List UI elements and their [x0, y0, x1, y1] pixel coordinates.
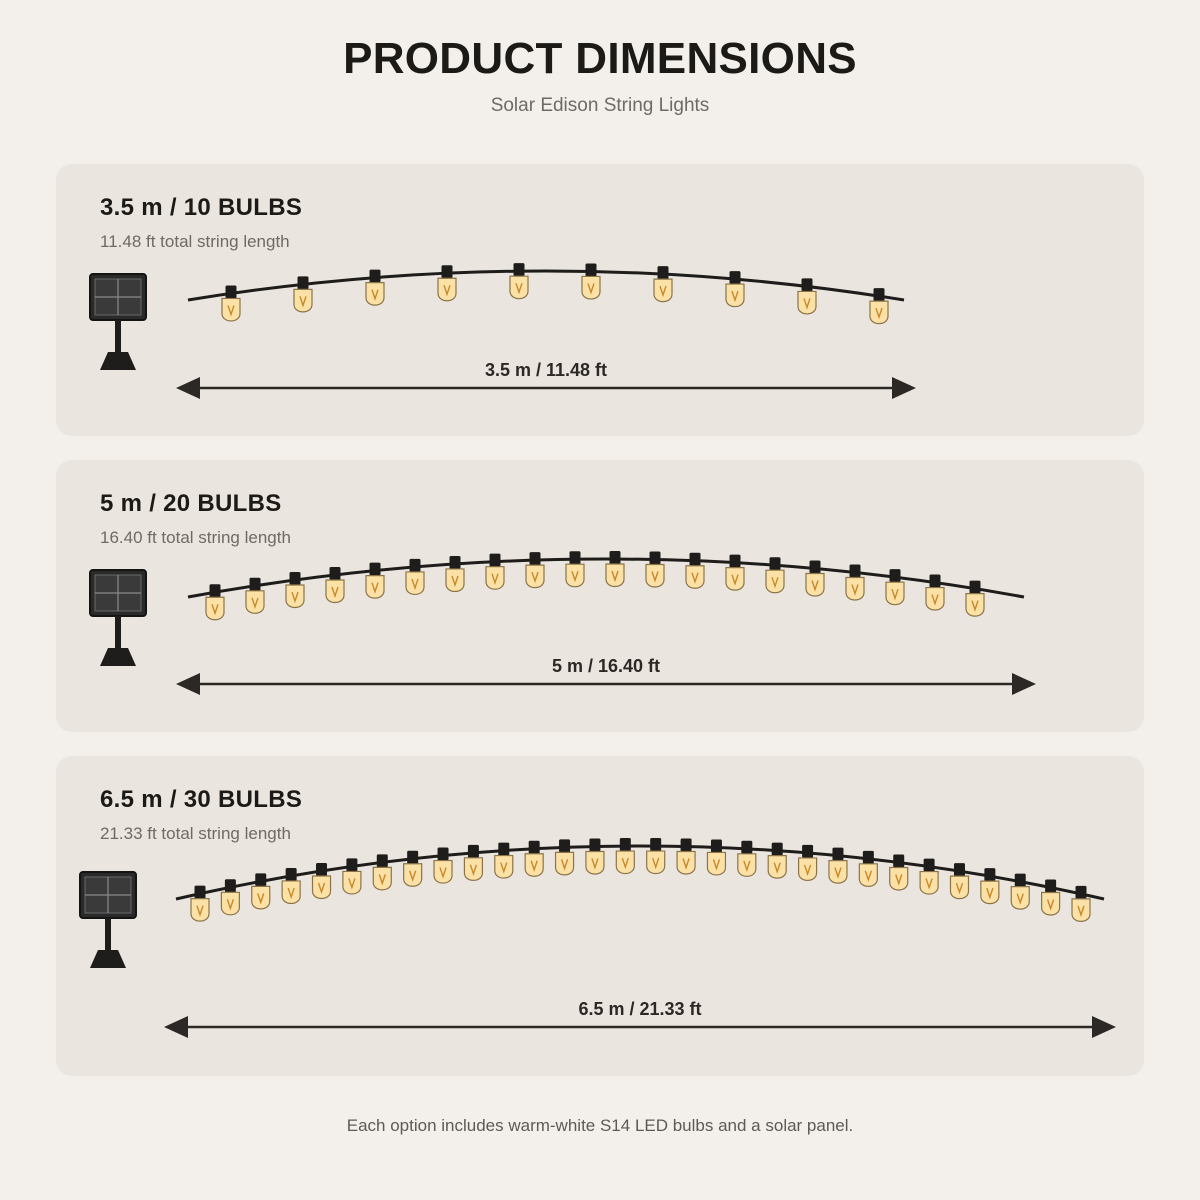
option-subtitle: 21.33 ft total string length: [100, 824, 291, 843]
bulb-icon: [403, 850, 423, 887]
light-cord: [187, 557, 1025, 599]
bulb-icon: [405, 558, 425, 596]
bulb-icon: [285, 572, 305, 609]
bulb-icon: [767, 842, 787, 879]
bulb-icon: [190, 885, 210, 922]
bulb-icon: [845, 564, 865, 601]
solar-panel-icon: [89, 273, 147, 370]
option-panel-5m: 5 m / 20 BULBS 16.40 ft total string len…: [56, 460, 1144, 732]
bulb-icon: [485, 553, 505, 590]
bulb-icon: [1010, 873, 1030, 910]
bulb-icon: [1041, 879, 1061, 916]
bulb-icon: [805, 560, 825, 597]
bulb-icon: [725, 554, 745, 591]
page-subtitle: Solar Edison String Lights: [490, 95, 710, 116]
bulb-icon: [251, 873, 271, 910]
bulb-icon: [615, 838, 635, 875]
bulb-icon: [220, 879, 240, 916]
bulb-icon: [525, 552, 545, 589]
bulb-icon: [585, 838, 605, 875]
bulb-icon: [645, 551, 665, 588]
bulb-icon: [949, 863, 970, 900]
bulb-icon: [205, 584, 225, 621]
bulb-icon: [925, 574, 945, 611]
string-diagram: 5 m / 16.40 ft: [89, 551, 1036, 695]
bulb-icon: [221, 285, 241, 322]
bulb-icon: [685, 552, 705, 589]
bulb-icon: [245, 577, 265, 614]
option-subtitle: 11.48 ft total string length: [100, 232, 290, 251]
double-arrow-icon: [176, 377, 916, 399]
bulb-icon: [605, 551, 625, 588]
bulb-icon: [797, 844, 818, 882]
bulb-icon: [858, 850, 878, 887]
bulb-icon: [325, 566, 345, 604]
bulb-icon: [706, 839, 727, 876]
bulb-icon: [653, 266, 673, 303]
string-diagram: 6.5 m / 21.33 ft: [79, 838, 1116, 1038]
bulb-icon: [372, 854, 392, 891]
bulb-icon: [509, 263, 529, 300]
solar-panel-icon: [79, 871, 137, 968]
bulb-icon: [433, 847, 453, 884]
bulb-icon: [437, 265, 457, 302]
bulb-icon: [965, 580, 985, 617]
bulb-icon: [554, 839, 575, 876]
bulb-icon: [646, 838, 666, 875]
bulb-icon: [281, 867, 301, 905]
footnote: Each option includes warm-white S14 LED …: [346, 1116, 854, 1135]
option-title: 5 m / 20 BULBS: [100, 490, 282, 517]
string-diagram: 3.5 m / 11.48 ft: [89, 263, 916, 399]
bulb-icon: [889, 854, 909, 891]
option-title: 6.5 m / 30 BULBS: [100, 786, 303, 813]
dimension-label: 5 m / 16.40 ft: [552, 656, 660, 676]
bulb-icon: [869, 288, 889, 325]
dimension-label: 6.5 m / 21.33 ft: [578, 999, 701, 1019]
page-title: PRODUCT DIMENSIONS: [343, 34, 857, 83]
double-arrow-icon: [164, 1016, 1116, 1038]
bulb-icon: [445, 555, 465, 593]
bulb-icon: [494, 842, 514, 879]
option-subtitle: 16.40 ft total string length: [100, 528, 291, 547]
option-panel-3-5m: 3.5 m / 10 BULBS 11.48 ft total string l…: [56, 164, 1144, 436]
bulb-icon: [311, 862, 332, 900]
bulb-icon: [725, 271, 745, 308]
bulb-icon: [463, 844, 484, 881]
bulb-icon: [797, 278, 817, 315]
bulb-icon: [524, 840, 544, 877]
bulb-icon: [293, 276, 313, 313]
bulb-icon: [885, 569, 905, 606]
dimension-label: 3.5 m / 11.48 ft: [485, 360, 607, 380]
bulb-icon: [919, 858, 939, 895]
solar-panel-icon: [89, 569, 147, 666]
bulb-icon: [676, 838, 696, 875]
bulb-icon: [765, 557, 785, 594]
bulb-icon: [365, 269, 385, 306]
light-cord: [175, 844, 1105, 901]
bulb-icon: [565, 551, 585, 588]
bulb-icon: [342, 858, 362, 895]
bulb-icon: [737, 840, 757, 877]
bulb-icon: [1071, 885, 1091, 922]
bulb-icon: [581, 263, 601, 300]
bulb-icon: [980, 868, 1000, 905]
option-title: 3.5 m / 10 BULBS: [100, 194, 303, 221]
option-panel-6-5m: 6.5 m / 30 BULBS 21.33 ft total string l…: [56, 756, 1144, 1076]
bulb-icon: [365, 562, 385, 599]
double-arrow-icon: [176, 673, 1036, 695]
bulb-icon: [828, 847, 848, 884]
